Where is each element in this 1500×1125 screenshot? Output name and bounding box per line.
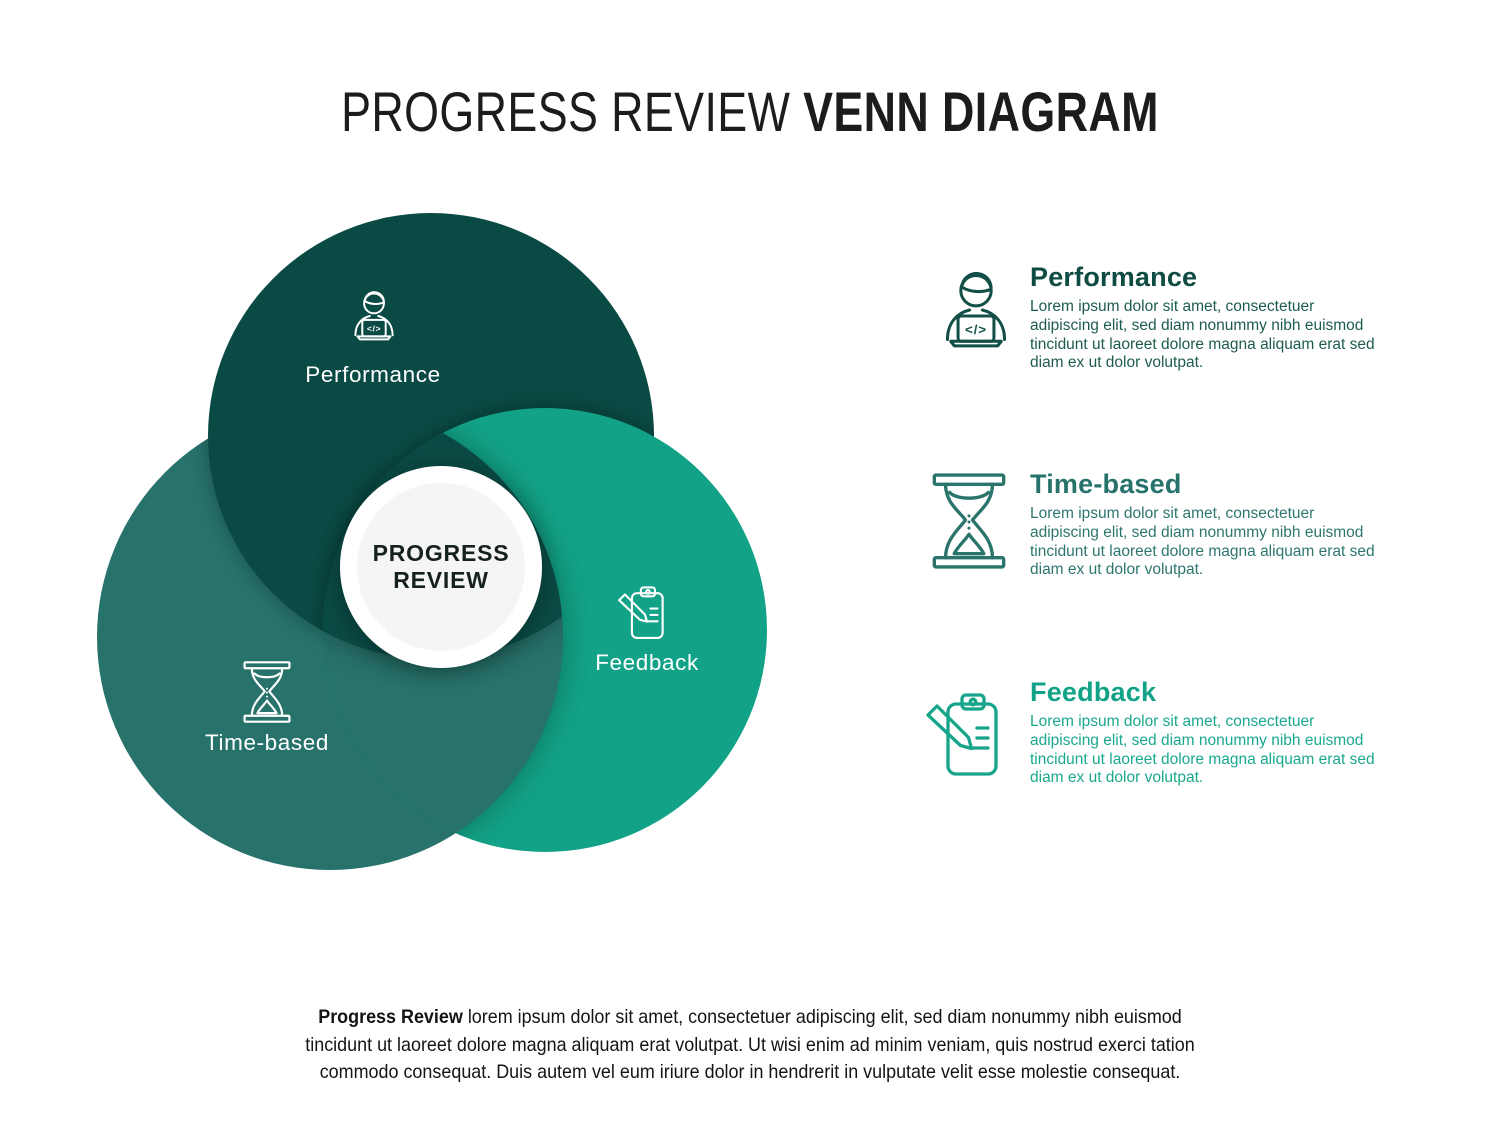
developer-laptop-icon — [930, 264, 1022, 356]
section-feedback: Feedback Lorem ipsum dolor sit amet, con… — [920, 677, 1440, 788]
circle-label-performance: Performance — [305, 362, 440, 387]
footer-line: tincidunt ut laoreet dolore magna aliqua… — [305, 1033, 1195, 1056]
clipboard-pencil-icon — [920, 685, 1020, 785]
footer-line: commodo consequat. Duis autem vel eum ir… — [319, 1061, 1181, 1083]
center-hub-inner — [357, 483, 525, 651]
circle-label-feedback: Feedback — [595, 650, 699, 675]
body-line: Lorem ipsum dolor sit amet, consectetuer — [1030, 298, 1315, 315]
section-performance: Performance Lorem ipsum dolor sit amet, … — [920, 262, 1440, 373]
section-time-based: Time-based Lorem ipsum dolor sit amet, c… — [920, 469, 1440, 580]
section-body-feedback: Lorem ipsum dolor sit amet, consectetuer… — [1030, 713, 1440, 788]
hourglass-icon — [918, 470, 1020, 572]
circle-label-time-based: Time-based — [205, 730, 329, 755]
page-title: PROGRESS REVIEW VENN DIAGRAM — [150, 80, 1350, 144]
body-line: adipiscing elit, sed diam nonummy nibh e… — [1030, 316, 1364, 334]
section-heading-time-based: Time-based — [1030, 469, 1182, 499]
footer-line1-rest: lorem ipsum dolor sit amet, consectetuer… — [462, 1006, 1182, 1028]
body-line: diam ex ut dolor volutpat. — [1030, 769, 1204, 787]
section-heading-performance: Performance — [1030, 262, 1198, 292]
body-line: Lorem ipsum dolor sit amet, consectetuer — [1030, 713, 1315, 730]
body-line: tincidunt ut laoreet dolore magna aliqua… — [1030, 542, 1375, 560]
footer-lead: Progress Review — [318, 1006, 463, 1028]
page-title-bold: VENN DIAGRAM — [803, 79, 1159, 143]
body-line: adipiscing elit, sed diam nonummy nibh e… — [1030, 731, 1364, 749]
page-title-light: PROGRESS REVIEW — [341, 79, 804, 143]
body-line: tincidunt ut laoreet dolore magna aliqua… — [1030, 335, 1375, 353]
body-line: diam ex ut dolor volutpat. — [1030, 354, 1204, 372]
hub-label-line1: PROGRESS — [373, 540, 510, 566]
footer-line: Progress Review lorem ipsum dolor sit am… — [244, 1004, 1256, 1032]
section-body-performance: Lorem ipsum dolor sit amet, consectetuer… — [1030, 298, 1440, 373]
footer-paragraph: Progress Review lorem ipsum dolor sit am… — [244, 1004, 1256, 1087]
body-line: tincidunt ut laoreet dolore magna aliqua… — [1030, 750, 1375, 768]
body-line: adipiscing elit, sed diam nonummy nibh e… — [1030, 523, 1364, 541]
hub-label-line2: REVIEW — [393, 567, 489, 593]
body-line: Lorem ipsum dolor sit amet, consectetuer — [1030, 505, 1315, 522]
section-body-time-based: Lorem ipsum dolor sit amet, consectetuer… — [1030, 505, 1440, 580]
body-line: diam ex ut dolor volutpat. — [1030, 561, 1204, 579]
section-heading-feedback: Feedback — [1030, 677, 1157, 707]
